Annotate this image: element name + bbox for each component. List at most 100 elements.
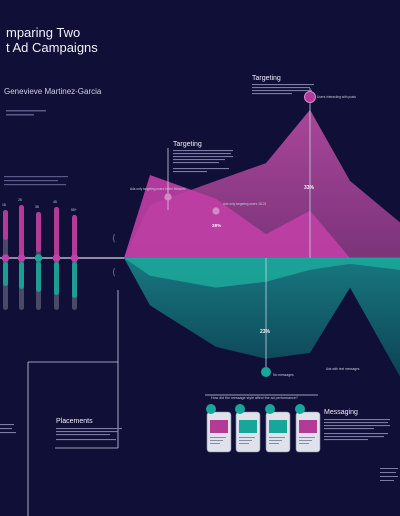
text-line — [56, 434, 110, 436]
text-line — [324, 419, 390, 421]
drag-handle-icon: ⟨ — [112, 233, 116, 243]
slider-fill — [19, 205, 24, 258]
area-series-4 — [124, 258, 400, 377]
text-line — [380, 472, 396, 473]
intro-text-lines — [4, 110, 68, 186]
slider-fill-lower — [36, 262, 41, 292]
text-line — [56, 428, 122, 430]
text-line — [6, 114, 34, 116]
marker-18-24 — [212, 207, 220, 215]
text-line — [0, 424, 14, 426]
marker-no-messages — [261, 367, 271, 377]
slider-fill-lower — [72, 262, 77, 298]
ad-preview-badge — [235, 404, 245, 414]
text-line — [56, 439, 116, 441]
ad-preview-text-line — [239, 440, 252, 441]
ad-preview-image — [239, 420, 257, 433]
ad-preview-badge — [295, 404, 305, 414]
heading-placements: Placements — [56, 418, 93, 425]
slider-fill-lower — [54, 262, 59, 295]
slider-label: 18 — [2, 203, 6, 207]
text-line — [324, 439, 368, 441]
title-line-1: mparing Two — [6, 25, 80, 40]
label-text-messages: Ads with text messages — [326, 367, 360, 371]
label-no-messages: No messages — [273, 373, 294, 377]
slider-fill — [54, 207, 59, 258]
slider-label: 55+ — [71, 208, 77, 212]
text-line — [4, 176, 68, 178]
text-line — [380, 476, 398, 477]
author-name: Genevieve Martinez-Garcia — [4, 87, 102, 96]
text-line — [56, 431, 118, 433]
ad-preview-image — [210, 420, 228, 433]
marker-peak — [304, 91, 316, 103]
text-line — [324, 433, 388, 435]
text-line — [0, 432, 16, 434]
text-line — [324, 436, 384, 438]
text-line — [173, 156, 233, 158]
text-line — [380, 468, 398, 469]
text-line — [0, 428, 12, 430]
slider-knob — [17, 254, 26, 262]
ad-previews — [206, 404, 321, 453]
text-line — [173, 159, 225, 161]
slider-label: 45 — [53, 200, 57, 204]
text-line — [324, 422, 388, 424]
text-line — [173, 162, 219, 164]
message-question: How did the message style affect the ad … — [211, 396, 298, 400]
label-peak: Users interacting with posts — [317, 95, 356, 99]
ad-preview-text-line — [269, 437, 285, 438]
ad-preview-text-line — [299, 437, 315, 438]
ad-preview-text-line — [239, 437, 255, 438]
text-line — [252, 84, 314, 86]
pct-low: 23% — [260, 329, 271, 335]
text-line — [4, 184, 66, 186]
ad-preview-image — [299, 420, 317, 433]
area-series-3 — [124, 258, 400, 288]
text-line — [252, 87, 310, 89]
slider-fill-lower — [3, 262, 8, 286]
ad-preview-text-line — [210, 437, 226, 438]
ad-preview-text-line — [210, 440, 223, 441]
slider-fill — [72, 215, 77, 262]
slider-knob — [52, 254, 61, 262]
slider-fill-lower — [19, 262, 24, 289]
text-line — [173, 153, 231, 155]
age-slider-bars: 18 25 35 45 55+ — [1, 198, 79, 310]
slider-fill — [36, 212, 41, 252]
pct-mid: 28% — [212, 223, 221, 228]
heading-targeting-top: Targeting — [252, 75, 281, 82]
pct-peak: 33% — [304, 185, 315, 191]
title-line-2: t Ad Campaigns — [6, 40, 98, 55]
heading-targeting-mid: Targeting — [173, 141, 202, 148]
ad-preview-image — [269, 420, 287, 433]
ad-preview-text-line — [269, 443, 279, 444]
slider-label: 25 — [18, 198, 22, 202]
heading-messaging: Messaging — [324, 409, 358, 416]
marker-midwest — [164, 193, 172, 201]
slider-knob — [34, 254, 43, 262]
label-18-24: Ads only targeting users 18-24 — [223, 202, 266, 206]
ad-preview-badge — [265, 404, 275, 414]
text-line — [252, 90, 312, 92]
ad-preview-text-line — [299, 443, 309, 444]
slider-label: 35 — [35, 205, 39, 209]
slider-knob — [70, 254, 79, 262]
slider-fill — [3, 210, 8, 240]
ad-preview-text-line — [269, 440, 282, 441]
ad-preview-text-line — [239, 443, 249, 444]
text-line — [324, 425, 390, 427]
ad-preview-badge — [206, 404, 216, 414]
slider-knob — [1, 254, 10, 262]
text-line — [252, 93, 292, 95]
text-line — [173, 171, 207, 173]
text-line — [6, 110, 46, 112]
area-layers — [124, 109, 400, 377]
text-line — [380, 480, 394, 481]
ad-preview-text-line — [299, 440, 312, 441]
text-line — [173, 168, 229, 170]
area-series-1 — [124, 175, 400, 258]
ad-preview-text-line — [210, 443, 220, 444]
